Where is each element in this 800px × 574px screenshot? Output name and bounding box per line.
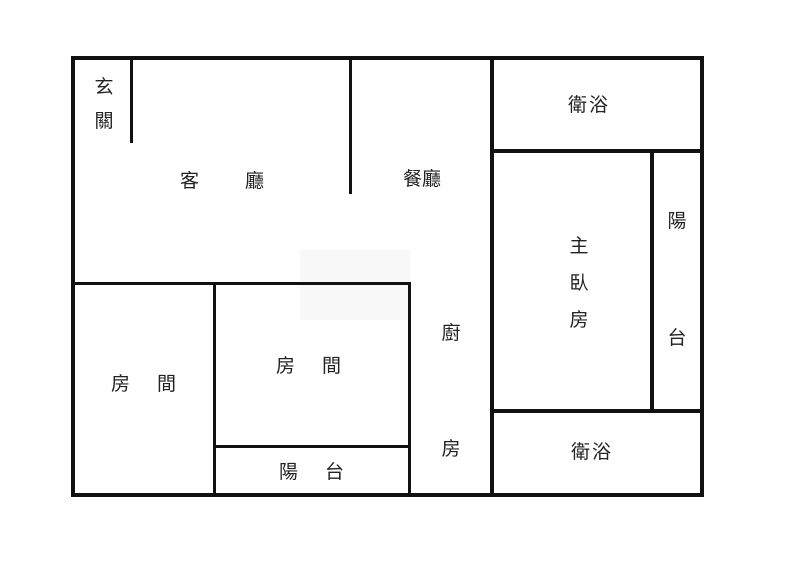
- balcony-right-label: 陽 台: [667, 210, 687, 349]
- kitchen-label: 廚 房: [441, 322, 461, 460]
- outer-wall-bottom: [71, 493, 704, 497]
- bedroom-middle-label: 房間: [276, 355, 342, 377]
- right-wing-wall: [490, 56, 494, 497]
- bath-bottom-wall: [490, 409, 704, 413]
- outer-wall-left: [71, 56, 75, 497]
- living-dining-partition: [349, 56, 352, 194]
- entrance-partition: [130, 56, 133, 143]
- kitchen-wall: [408, 282, 411, 497]
- bedroom-divider: [213, 282, 216, 497]
- dining-room-label: 餐廳: [403, 168, 442, 190]
- bath-top-wall: [490, 149, 704, 153]
- master-balcony-divider: [650, 149, 654, 412]
- bathroom-top-label: 衛浴: [568, 94, 611, 116]
- outer-wall-right: [700, 56, 704, 497]
- watermark: [300, 250, 410, 320]
- bathroom-bottom-label: 衛浴: [571, 441, 614, 463]
- living-room-label: 客廳: [180, 170, 265, 192]
- bedroom-left-label: 房間: [111, 373, 177, 395]
- bedroom-balcony-divider: [213, 445, 411, 448]
- entrance-label: 玄 關: [94, 76, 114, 132]
- bedroom-wall-horizontal: [71, 282, 411, 285]
- outer-wall-top: [71, 56, 704, 60]
- master-bedroom-label: 主 臥 房: [569, 235, 589, 331]
- balcony-bottom-label: 陽台: [279, 461, 345, 483]
